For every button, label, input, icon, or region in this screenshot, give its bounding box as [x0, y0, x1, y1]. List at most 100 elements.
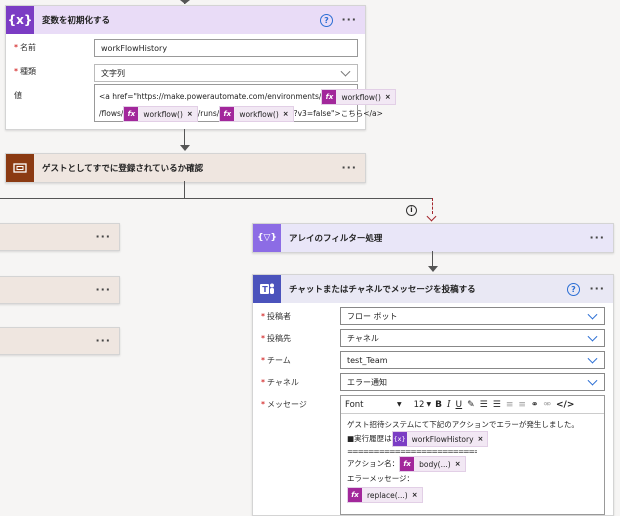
- target-dropdown[interactable]: チャネル: [340, 329, 605, 347]
- condition-title: ゲストとしてすでに登録されているか確認: [42, 164, 204, 174]
- chevron-down-icon: [587, 331, 598, 342]
- poster-value: フロー ボット: [347, 311, 398, 321]
- svg-text:T: T: [262, 285, 268, 294]
- variable-icon: {x}: [6, 6, 34, 34]
- editor-toolbar: Font ▼ 12 ▼ B I U ✎ ☰ ☰ ≡ ≡ ⚭ ⚮ </>: [341, 396, 604, 414]
- poster-dropdown[interactable]: フロー ボット: [340, 307, 605, 325]
- replace-token[interactable]: fx replace(...)×: [347, 487, 423, 503]
- help-icon[interactable]: ?: [567, 283, 580, 296]
- remove-token-icon[interactable]: ×: [411, 490, 418, 499]
- more-options-icon[interactable]: ···: [95, 283, 111, 296]
- fx-icon: fx: [322, 90, 337, 104]
- value-field[interactable]: <a href="https://make.powerautomate.com/…: [94, 84, 396, 122]
- variable-icon: {x}: [392, 432, 407, 446]
- token-label: body(...): [419, 459, 451, 469]
- unlink-icon[interactable]: ⚮: [543, 399, 551, 410]
- name-label: *名前: [14, 43, 36, 52]
- teams-post-card: T チャットまたはチャネルでメッセージを投稿する ? ··· *投稿者 フロー …: [252, 274, 614, 516]
- numbered-list-icon[interactable]: ☰: [492, 399, 501, 410]
- team-dropdown[interactable]: test_Team: [340, 351, 605, 369]
- italic-icon[interactable]: I: [446, 399, 451, 410]
- teams-header[interactable]: T チャットまたはチャネルでメッセージを投稿する ? ···: [253, 275, 613, 303]
- remove-token-icon[interactable]: ×: [454, 459, 461, 468]
- message-separator: ==========================: [347, 447, 477, 456]
- fx-icon: fx: [124, 107, 139, 121]
- chevron-down-icon: [587, 309, 598, 320]
- teams-title: チャットまたはチャネルでメッセージを投稿する: [289, 285, 476, 295]
- remove-token-icon[interactable]: ×: [384, 92, 391, 101]
- channel-value: エラー通知: [347, 377, 387, 387]
- connector-2: [184, 181, 185, 198]
- connector-3: [432, 251, 433, 268]
- chevron-down-icon: [587, 353, 598, 364]
- message-body[interactable]: ゲスト招待システムにて下記のアクションでエラーが発生しました。 ■実行履歴は{x…: [347, 418, 602, 503]
- type-value: 文字列: [101, 68, 125, 78]
- message-error-label: エラーメッセージ：: [347, 474, 415, 483]
- left-branch-card-2[interactable]: ···: [0, 276, 120, 304]
- size-dropdown-icon[interactable]: ▼: [426, 401, 432, 408]
- condition-icon: [6, 154, 34, 182]
- token-label: workflow(): [143, 109, 183, 119]
- init-variable-header[interactable]: {x} 変数を初期化する ? ···: [6, 6, 365, 34]
- fx-icon: fx: [220, 107, 235, 121]
- poster-label: *投稿者: [261, 312, 291, 321]
- remove-token-icon[interactable]: ×: [186, 109, 193, 118]
- font-dropdown-icon[interactable]: ▼: [397, 401, 402, 408]
- indent-icon[interactable]: ≡: [518, 399, 526, 410]
- token-label: workflow(): [341, 92, 381, 102]
- connector-1: [184, 129, 185, 147]
- outdent-icon[interactable]: ≡: [505, 399, 514, 410]
- link-icon[interactable]: ⚭: [530, 399, 539, 410]
- bullet-list-icon[interactable]: ☰: [479, 399, 488, 410]
- info-icon[interactable]: i: [406, 205, 417, 216]
- type-dropdown[interactable]: 文字列: [94, 64, 358, 82]
- fx-icon: fx: [348, 488, 362, 502]
- channel-dropdown[interactable]: エラー通知: [340, 373, 605, 391]
- value-text-4: ?v3=false">こちら</a>: [293, 109, 383, 118]
- remove-token-icon[interactable]: ×: [477, 434, 484, 443]
- token-label: replace(...): [367, 490, 408, 500]
- more-options-icon[interactable]: ···: [589, 231, 605, 244]
- left-branch-card-1[interactable]: ···: [0, 223, 120, 251]
- init-variable-card: {x} 変数を初期化する ? ··· *名前 workFlowHistory *…: [5, 5, 396, 130]
- code-view-icon[interactable]: </>: [556, 399, 575, 410]
- workflow-token-1[interactable]: fx workflow()×: [321, 89, 396, 105]
- message-line-1: ゲスト招待システムにて下記のアクションでエラーが発生しました。: [347, 420, 579, 429]
- left-branch-card-3[interactable]: ···: [0, 327, 120, 355]
- font-select[interactable]: Font: [345, 399, 364, 410]
- token-label: workFlowHistory: [411, 434, 474, 444]
- more-options-icon[interactable]: ···: [95, 334, 111, 347]
- target-label: *投稿先: [261, 334, 291, 343]
- more-options-icon[interactable]: ···: [95, 230, 111, 243]
- remove-token-icon[interactable]: ×: [282, 109, 289, 118]
- teams-icon: T: [253, 275, 281, 303]
- underline-icon[interactable]: U: [455, 399, 463, 410]
- chevron-down-icon: [587, 375, 598, 386]
- value-label: 値: [14, 91, 22, 100]
- arrow-3: [428, 266, 438, 272]
- workflow-token-2[interactable]: fx workflow()×: [123, 106, 198, 122]
- workflow-token-3[interactable]: fx workflow()×: [219, 106, 294, 122]
- workflow-history-token[interactable]: {x} workFlowHistory×: [391, 431, 489, 447]
- run-after-arrow: [426, 211, 437, 222]
- more-options-icon[interactable]: ···: [341, 13, 357, 26]
- help-icon[interactable]: ?: [320, 14, 333, 27]
- value-text-1: <a href="https://make.powerautomate.com/…: [99, 92, 322, 101]
- condition-card[interactable]: ゲストとしてすでに登録されているか確認 ···: [5, 153, 366, 183]
- token-label: workflow(): [239, 109, 279, 119]
- filter-array-card[interactable]: {▽} アレイのフィルター処理 ···: [252, 223, 614, 253]
- filter-icon: {▽}: [253, 224, 281, 252]
- team-label: *チーム: [261, 356, 291, 365]
- arrow-top: [180, 0, 190, 4]
- font-size-select[interactable]: 12: [413, 399, 425, 410]
- chevron-down-icon: [340, 66, 351, 77]
- highlight-icon[interactable]: ✎: [467, 399, 475, 410]
- more-options-icon[interactable]: ···: [341, 161, 357, 174]
- bold-icon[interactable]: B: [435, 399, 442, 410]
- action-body-token[interactable]: fx body(...)×: [399, 456, 466, 472]
- init-variable-title: 変数を初期化する: [42, 16, 111, 26]
- more-options-icon[interactable]: ···: [589, 282, 605, 295]
- message-editor[interactable]: Font ▼ 12 ▼ B I U ✎ ☰ ☰ ≡ ≡ ⚭ ⚮ </> ゲスト招…: [340, 395, 605, 515]
- fx-icon: fx: [400, 457, 415, 471]
- name-field[interactable]: workFlowHistory: [94, 39, 358, 57]
